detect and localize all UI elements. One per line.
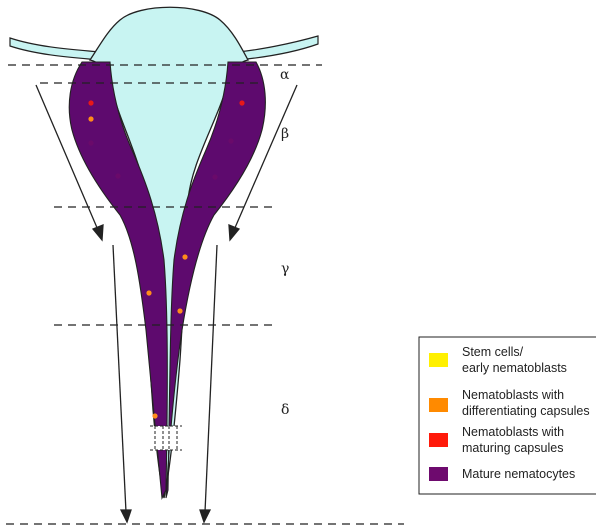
legend-label-stem-1: Stem cells/ xyxy=(462,345,524,359)
cell-dot xyxy=(88,116,93,121)
legend-swatch-mature xyxy=(429,467,448,481)
cell-dot xyxy=(88,100,93,105)
legend-label-maturing-1: Nematoblasts with xyxy=(462,425,564,439)
stalk-break xyxy=(150,426,182,450)
zone-label-alpha: α xyxy=(280,67,290,83)
legend-label-maturing-2: maturing capsules xyxy=(462,441,563,455)
legend-swatch-maturing xyxy=(429,433,448,447)
left-tube xyxy=(10,38,100,60)
zone-label-beta: β xyxy=(281,126,289,142)
arrow-head xyxy=(200,510,210,522)
right-tube xyxy=(238,36,318,60)
cell-dot xyxy=(115,173,120,178)
cell-dot xyxy=(182,254,187,259)
legend: Stem cells/ early nematoblasts Nematobla… xyxy=(419,337,596,494)
legend-label-differentiating-2: differentiating capsules xyxy=(462,404,590,418)
legend-swatch-stem xyxy=(429,353,448,367)
cell-dot xyxy=(212,174,217,179)
legend-label-stem-2: early nematoblasts xyxy=(462,361,567,375)
legend-label-mature: Mature nematocytes xyxy=(462,467,575,481)
zone-label-delta: δ xyxy=(281,402,289,418)
cell-dot xyxy=(146,290,151,295)
zone-label-gamma: γ xyxy=(281,261,289,277)
arrow-head xyxy=(121,510,131,522)
cell-dot xyxy=(177,308,182,313)
cell-dot xyxy=(239,100,244,105)
cell-dot xyxy=(88,140,93,145)
legend-label-differentiating-1: Nematoblasts with xyxy=(462,388,564,402)
legend-swatch-differentiating xyxy=(429,398,448,412)
arrow-head xyxy=(93,225,103,240)
cell-dot xyxy=(228,138,233,143)
arrow-head xyxy=(229,225,239,240)
cell-dot xyxy=(152,413,157,418)
